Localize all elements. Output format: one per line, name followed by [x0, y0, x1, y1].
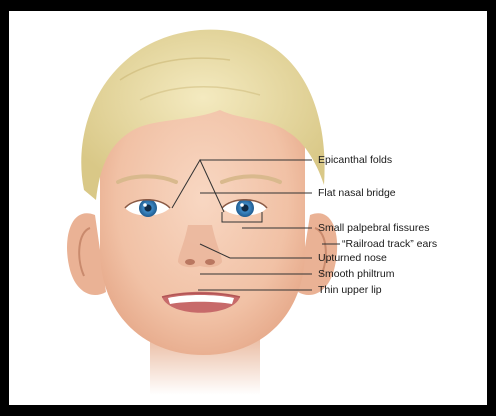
label-epicanthal-folds: Epicanthal folds	[318, 154, 392, 166]
label-thin-upper-lip: Thin upper lip	[318, 284, 382, 296]
label-flat-nasal-bridge: Flat nasal bridge	[318, 187, 396, 199]
label-smooth-philtrum: Smooth philtrum	[318, 268, 394, 280]
label-upturned-nose: Upturned nose	[318, 252, 387, 264]
label-small-palpebral-fissures: Small palpebral fissures	[318, 222, 429, 234]
label-railroad-track-ears: “Railroad track” ears	[342, 238, 437, 250]
